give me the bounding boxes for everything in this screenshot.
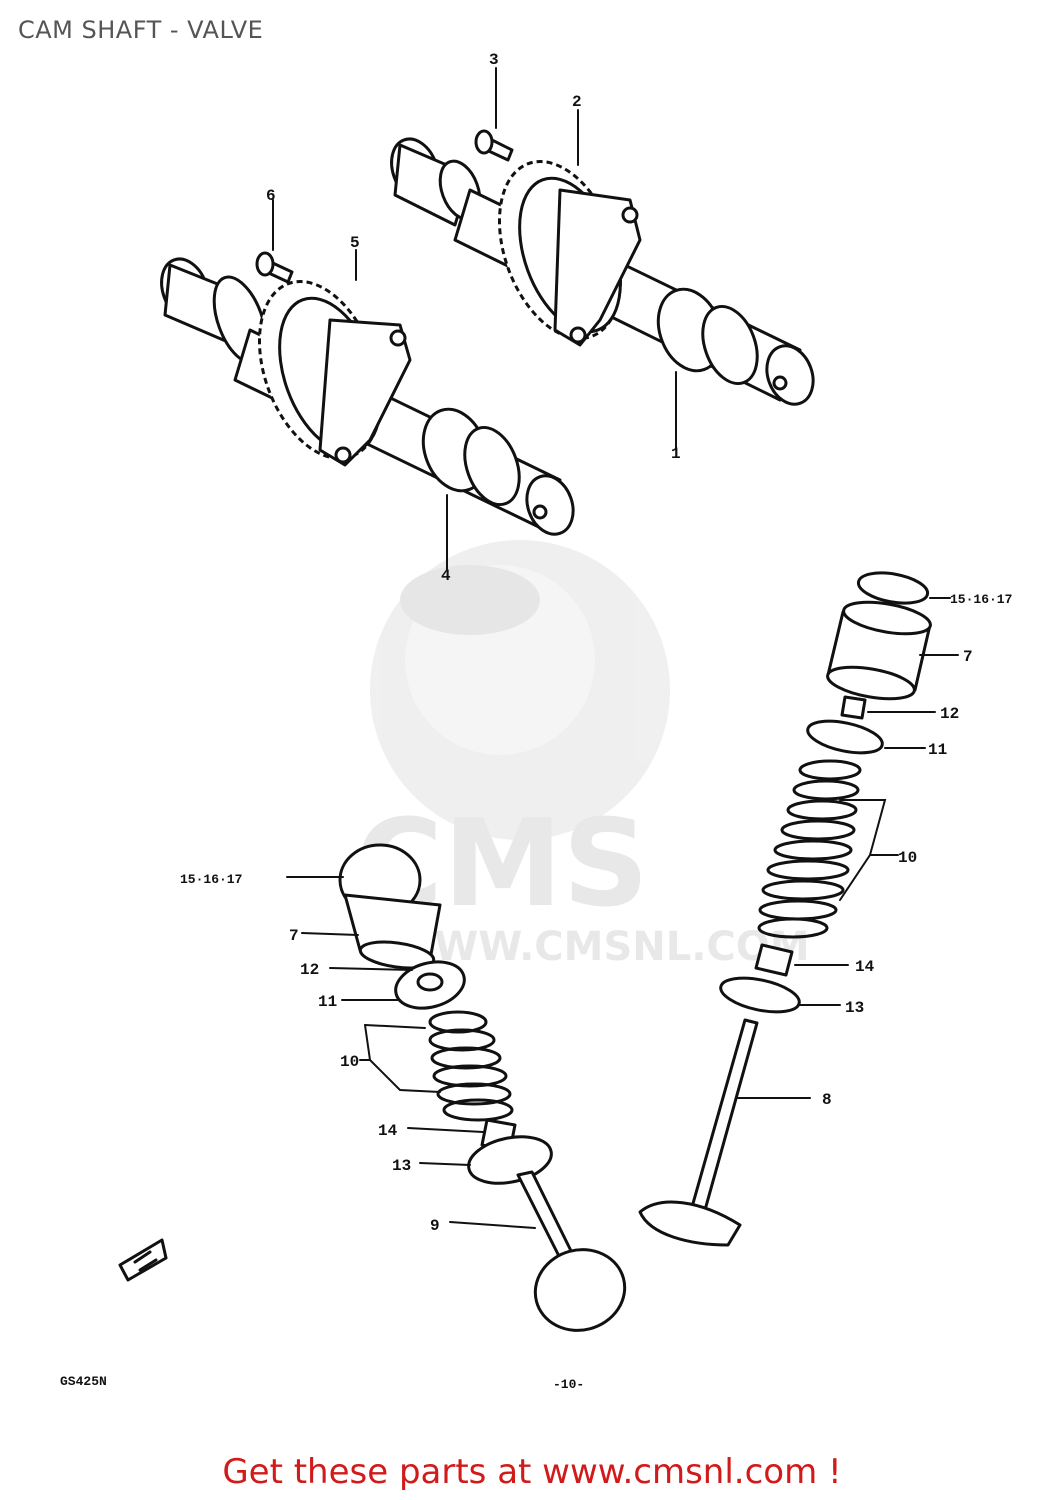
label-part-6: 6 xyxy=(266,187,276,205)
label-part-11-right: 11 xyxy=(928,741,947,759)
label-part-11-left: 11 xyxy=(318,993,337,1011)
page-number: -10- xyxy=(553,1377,584,1392)
leader-lines xyxy=(272,67,959,1229)
valve-assembly-right xyxy=(638,571,932,1247)
camshaft-intake xyxy=(160,257,575,536)
label-part-7-right: 7 xyxy=(963,648,973,666)
watermark-url: WWW.CMSNL.COM xyxy=(390,924,810,970)
label-part-12-left: 12 xyxy=(300,961,319,979)
model-code: GS425N xyxy=(60,1374,107,1389)
label-part-10-left: 10 xyxy=(340,1053,359,1071)
label-part-15-16-17-left: 15·16·17 xyxy=(180,872,242,887)
label-part-14-right: 14 xyxy=(855,958,875,976)
valve-spring-left xyxy=(428,1010,514,1122)
label-part-15-16-17-right: 15·16·17 xyxy=(950,592,1012,607)
label-part-14-left: 14 xyxy=(378,1122,398,1140)
label-part-10-right: 10 xyxy=(898,849,917,867)
label-part-7-left: 7 xyxy=(289,927,299,945)
cms-watermark: CMS WWW.CMSNL.COM xyxy=(355,540,810,970)
label-part-2: 2 xyxy=(572,93,582,111)
label-part-8: 8 xyxy=(822,1091,832,1109)
valve-spring-right xyxy=(757,759,862,939)
page-title: CAM SHAFT - VALVE xyxy=(18,16,264,44)
parts-diagram: CMS WWW.CMSNL.COM xyxy=(60,51,1012,1392)
bolt-part-6 xyxy=(255,251,294,284)
label-part-12-right: 12 xyxy=(940,705,959,723)
label-part-13-left: 13 xyxy=(392,1157,411,1175)
label-part-1: 1 xyxy=(671,445,681,463)
front-arrow-icon xyxy=(118,1238,168,1282)
label-part-4: 4 xyxy=(441,567,451,585)
valve-assembly-left xyxy=(338,843,627,1332)
label-part-9: 9 xyxy=(430,1217,440,1235)
label-part-13-right: 13 xyxy=(845,999,864,1017)
footer-link[interactable]: Get these parts at www.cmsnl.com ! xyxy=(222,1452,842,1492)
label-part-5: 5 xyxy=(350,234,360,252)
label-part-3: 3 xyxy=(489,51,499,69)
bolt-part-3 xyxy=(474,129,514,162)
camshaft-exhaust xyxy=(390,137,815,406)
